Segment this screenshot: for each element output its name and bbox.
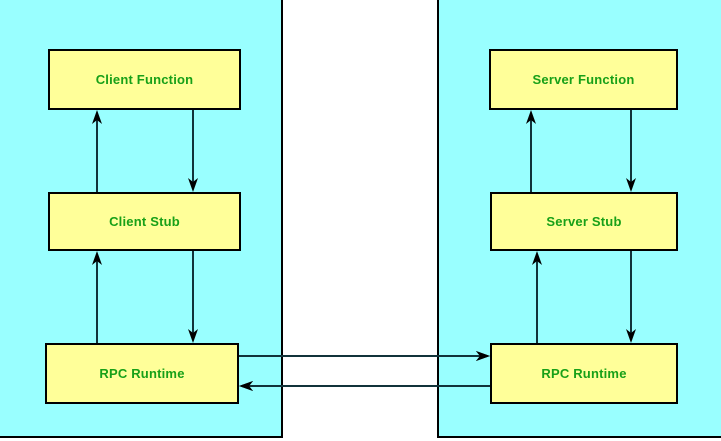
node-client-stub[interactable]: Client Stub — [48, 192, 241, 251]
node-client-stub-label: Client Stub — [109, 214, 180, 229]
node-server-rpc-runtime-label: RPC Runtime — [541, 366, 627, 381]
node-client-rpc-runtime[interactable]: RPC Runtime — [45, 343, 239, 404]
node-server-stub-label: Server Stub — [546, 214, 622, 229]
node-server-function[interactable]: Server Function — [489, 49, 678, 110]
node-server-function-label: Server Function — [532, 72, 635, 87]
node-client-rpc-runtime-label: RPC Runtime — [99, 366, 185, 381]
node-server-rpc-runtime[interactable]: RPC Runtime — [490, 343, 678, 404]
node-client-function-label: Client Function — [95, 72, 194, 87]
node-client-function[interactable]: Client Function — [48, 49, 241, 110]
node-server-stub[interactable]: Server Stub — [490, 192, 678, 251]
